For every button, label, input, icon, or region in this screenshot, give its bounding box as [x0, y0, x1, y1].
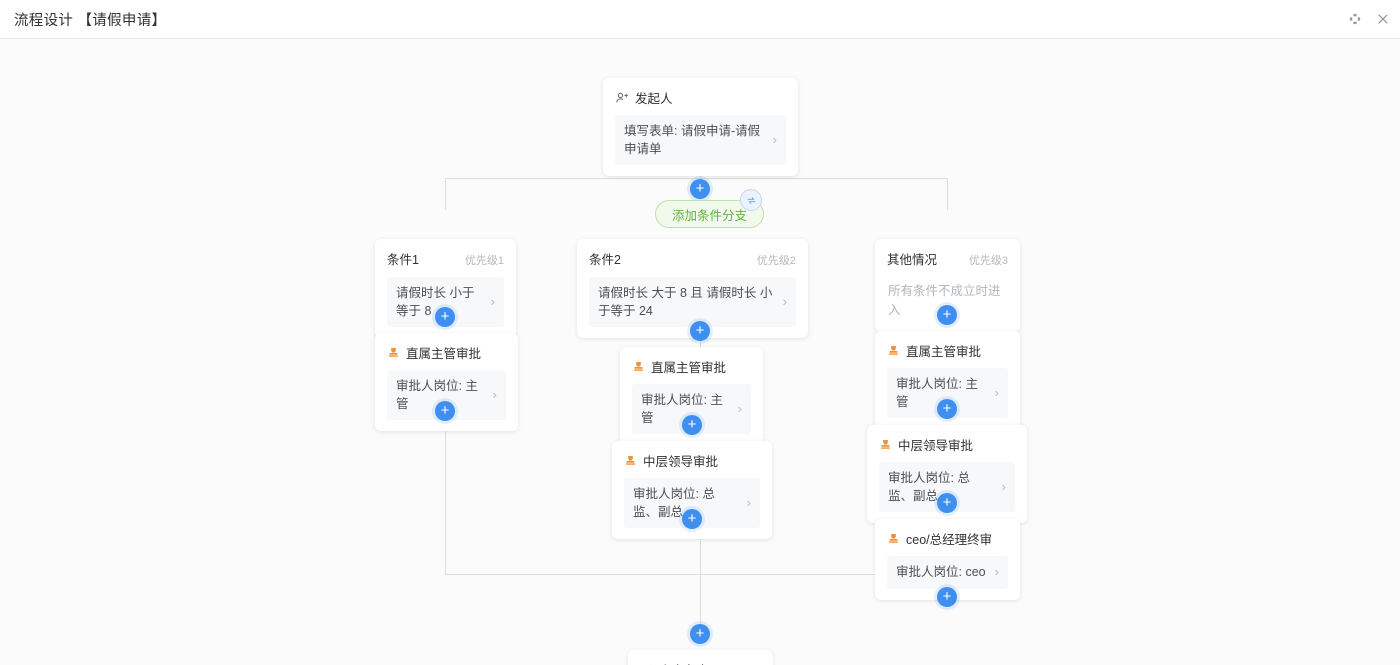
start-node[interactable]: 发起人 填写表单: 请假申请-请假申请单 › [603, 78, 798, 177]
condition-3-header: 其他情况 优先级3 [887, 249, 1008, 268]
condition-2-header: 条件2 优先级2 [589, 249, 796, 268]
approval-node-role: 审批人岗位: 主管 [896, 377, 978, 410]
chevron-right-icon: › [746, 494, 751, 510]
add-node-plus-button[interactable]: + [435, 401, 455, 421]
condition-1-expression-text: 请假时长 小于等于 8 [396, 286, 475, 319]
stamp-icon [624, 454, 637, 467]
chevron-right-icon: › [490, 293, 495, 309]
add-node-plus-button[interactable]: + [937, 305, 957, 325]
approval-node-header: ceo/总经理终审 [887, 529, 1008, 548]
approval-node-role: 审批人岗位: 主管 [396, 379, 478, 412]
condition-3-title: 其他情况 [887, 253, 938, 267]
approval-node-header: 直属主管审批 [387, 343, 506, 362]
approval-node-title: 直属主管审批 [406, 347, 482, 361]
condition-2-expression-text: 请假时长 大于 8 且 请假时长 小于等于 24 [598, 286, 773, 319]
page-title: 流程设计 【请假申请】 [14, 12, 167, 29]
start-node-header: 发起人 [615, 88, 786, 107]
condition-2-expression[interactable]: 请假时长 大于 8 且 请假时长 小于等于 24 › [589, 277, 796, 328]
chevron-right-icon: › [782, 293, 787, 309]
connector-line [445, 419, 446, 575]
chevron-right-icon: › [994, 384, 999, 400]
approval-node-role: 审批人岗位: ceo [896, 565, 986, 580]
window-titlebar: 流程设计 【请假申请】 [0, 0, 1400, 39]
approval-node-role: 审批人岗位: 总监、副总 [888, 471, 970, 504]
add-node-plus-button[interactable]: + [682, 509, 702, 529]
approval-node-header: 直属主管审批 [632, 357, 751, 376]
condition-1-priority: 优先级1 [464, 255, 504, 267]
add-node-plus-button[interactable]: + [682, 415, 702, 435]
add-node-plus-button[interactable]: + [435, 307, 455, 327]
start-node-form: 填写表单: 请假申请-请假申请单 [624, 124, 761, 157]
swap-branch-icon[interactable] [740, 189, 762, 211]
approval-node-body[interactable]: 审批人岗位: ceo › [887, 556, 1008, 589]
condition-node-2[interactable]: 条件2 优先级2 请假时长 大于 8 且 请假时长 小于等于 24 › [577, 239, 808, 339]
approval-node-b3-3[interactable]: ceo/总经理终审 审批人岗位: ceo › [875, 519, 1020, 600]
condition-2-priority: 优先级2 [756, 255, 796, 267]
close-icon[interactable] [1376, 12, 1390, 26]
chevron-right-icon: › [1001, 478, 1006, 494]
chevron-right-icon: › [994, 564, 999, 579]
flow-canvas[interactable]: 发起人 填写表单: 请假申请-请假申请单 › + 添加条件分支 条件1 优先级1… [0, 39, 1400, 665]
approval-node-title: 直属主管审批 [651, 361, 727, 375]
add-node-plus-button[interactable]: + [937, 493, 957, 513]
approval-node-header: 直属主管审批 [887, 341, 1008, 360]
condition-3-priority: 优先级3 [968, 255, 1008, 267]
start-node-title: 发起人 [635, 92, 673, 106]
user-add-icon [615, 91, 629, 105]
chevron-right-icon: › [772, 131, 777, 147]
add-node-plus-button[interactable]: + [690, 624, 710, 644]
connector-line [445, 178, 446, 210]
connector-line [700, 519, 701, 575]
connector-line [700, 605, 701, 641]
stamp-icon [887, 344, 900, 357]
add-node-plus-button[interactable]: + [937, 399, 957, 419]
approval-node-title: 中层领导审批 [898, 439, 974, 453]
add-node-plus-button[interactable]: + [690, 179, 710, 199]
approval-node-title: 直属主管审批 [906, 345, 982, 359]
start-node-body[interactable]: 填写表单: 请假申请-请假申请单 › [615, 115, 786, 166]
stamp-icon [632, 360, 645, 373]
approval-node-title: 中层领导审批 [643, 455, 719, 469]
fullscreen-icon[interactable] [1348, 12, 1362, 26]
condition-1-title: 条件1 [387, 253, 419, 267]
approval-node-b3-1[interactable]: 直属主管审批 审批人岗位: 主管 › [875, 331, 1020, 430]
add-branch-label: 添加条件分支 [672, 208, 748, 223]
add-node-plus-button[interactable]: + [690, 321, 710, 341]
branch-top-line [445, 178, 948, 179]
cc-node-header: 人事备案 [640, 660, 761, 665]
connector-line [700, 574, 701, 612]
approval-node-title: ceo/总经理终审 [906, 533, 993, 547]
chevron-right-icon: › [737, 400, 742, 416]
approval-node-header: 中层领导审批 [624, 451, 760, 470]
approval-node-b2-1[interactable]: 直属主管审批 审批人岗位: 主管 › [620, 347, 763, 446]
branch-bottom-line [445, 574, 948, 575]
cc-node-hr[interactable]: 人事备案 审批人岗位: 人事 › [628, 650, 773, 665]
approval-node-role: 审批人岗位: 总监、副总 [633, 487, 715, 520]
connector-line [947, 178, 948, 210]
stamp-icon [887, 532, 900, 545]
condition-1-header: 条件1 优先级1 [387, 249, 504, 268]
condition-3-expression-text: 所有条件不成立时进入 [888, 284, 1001, 317]
chevron-right-icon: › [492, 386, 497, 402]
add-node-plus-button[interactable]: + [937, 587, 957, 607]
stamp-icon [387, 346, 400, 359]
approval-node-header: 中层领导审批 [879, 435, 1015, 454]
cc-node-title: 人事备案 [659, 660, 709, 665]
condition-2-title: 条件2 [589, 253, 621, 267]
window-actions [1348, 0, 1390, 38]
stamp-icon [879, 438, 892, 451]
approval-node-role: 审批人岗位: 主管 [641, 393, 723, 426]
